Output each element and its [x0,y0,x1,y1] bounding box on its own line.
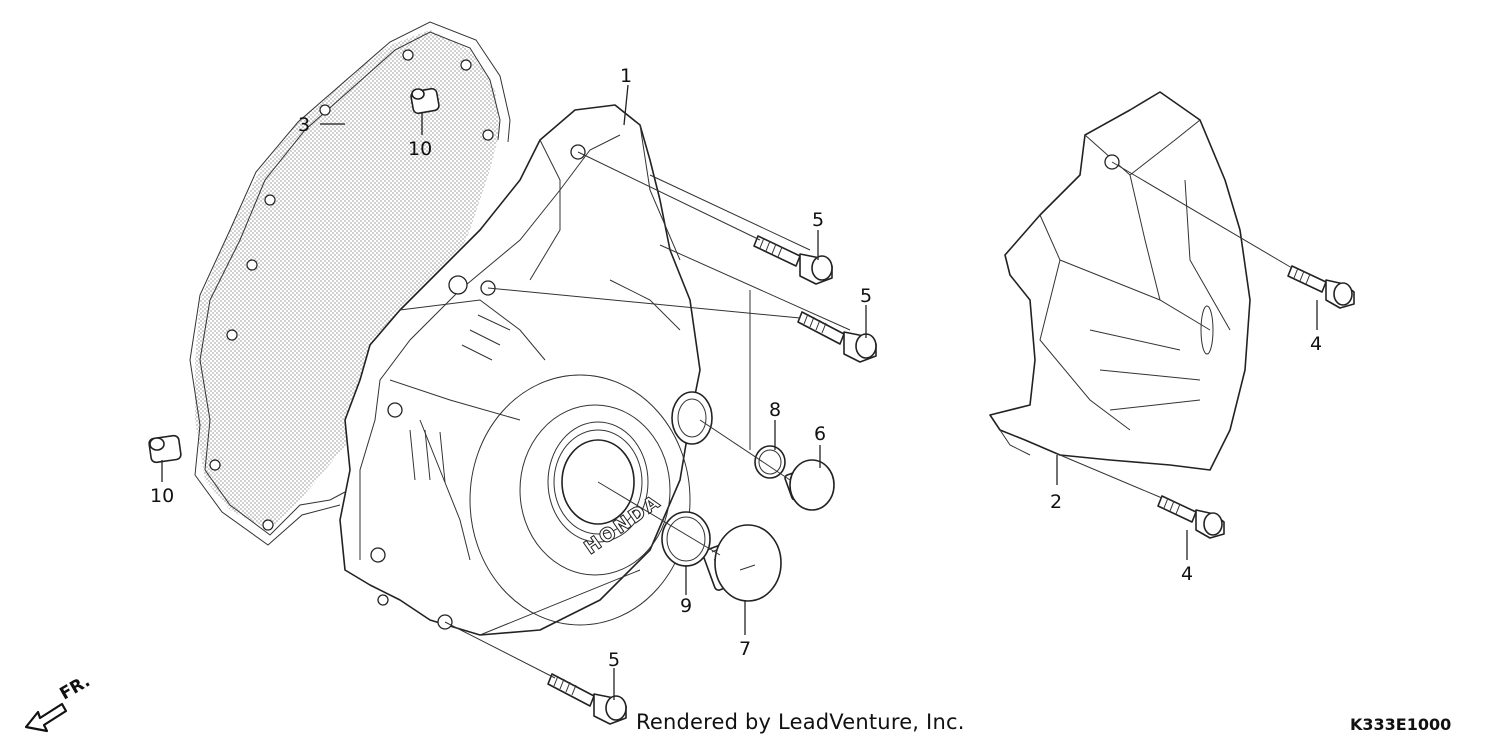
callout-10-upper: 10 [408,138,432,160]
bolt-part-5-lower [547,673,627,725]
gasket-part-3 [189,21,511,546]
dowel-pin-lower [148,434,182,464]
arrow-icon [24,702,68,733]
leader-lines [161,84,1318,700]
callout-10-lower: 10 [150,485,174,507]
callout-5-upper: 5 [812,209,824,231]
bolt-part-5-upper [753,235,833,285]
o-ring-part-9 [661,511,711,567]
callout-7: 7 [739,638,751,660]
callout-9: 9 [680,595,692,617]
callout-2: 2 [1050,491,1062,513]
callout-8: 8 [769,399,781,421]
callout-4-upper: 4 [1310,333,1322,355]
bolt-part-5-middle [797,311,877,363]
front-direction-marker: FR. [24,671,94,733]
plug-part-6 [784,459,835,511]
render-credit: Rendered by LeadVenture, Inc. [636,710,965,734]
callout-1: 1 [620,65,632,87]
callout-5-lower: 5 [608,649,620,671]
bolt-part-4-upper [1287,265,1355,309]
front-label: FR. [57,671,94,704]
plug-part-7 [702,524,782,602]
callout-5-middle: 5 [860,285,872,307]
dowel-pin-upper [410,87,440,115]
callout-6: 6 [814,423,826,445]
bolt-part-4-lower [1157,495,1225,539]
o-ring-part-8 [754,445,786,479]
callout-numbers: 1 2 3 4 4 5 5 5 6 7 8 9 10 10 [150,65,1322,671]
diagram-code: K333E1000 [1350,715,1452,734]
left-crankcase-cover-part-1: HONDA [339,104,713,636]
sprocket-cover-part-2 [989,91,1251,471]
callout-4-lower: 4 [1181,563,1193,585]
callout-3: 3 [298,114,310,136]
